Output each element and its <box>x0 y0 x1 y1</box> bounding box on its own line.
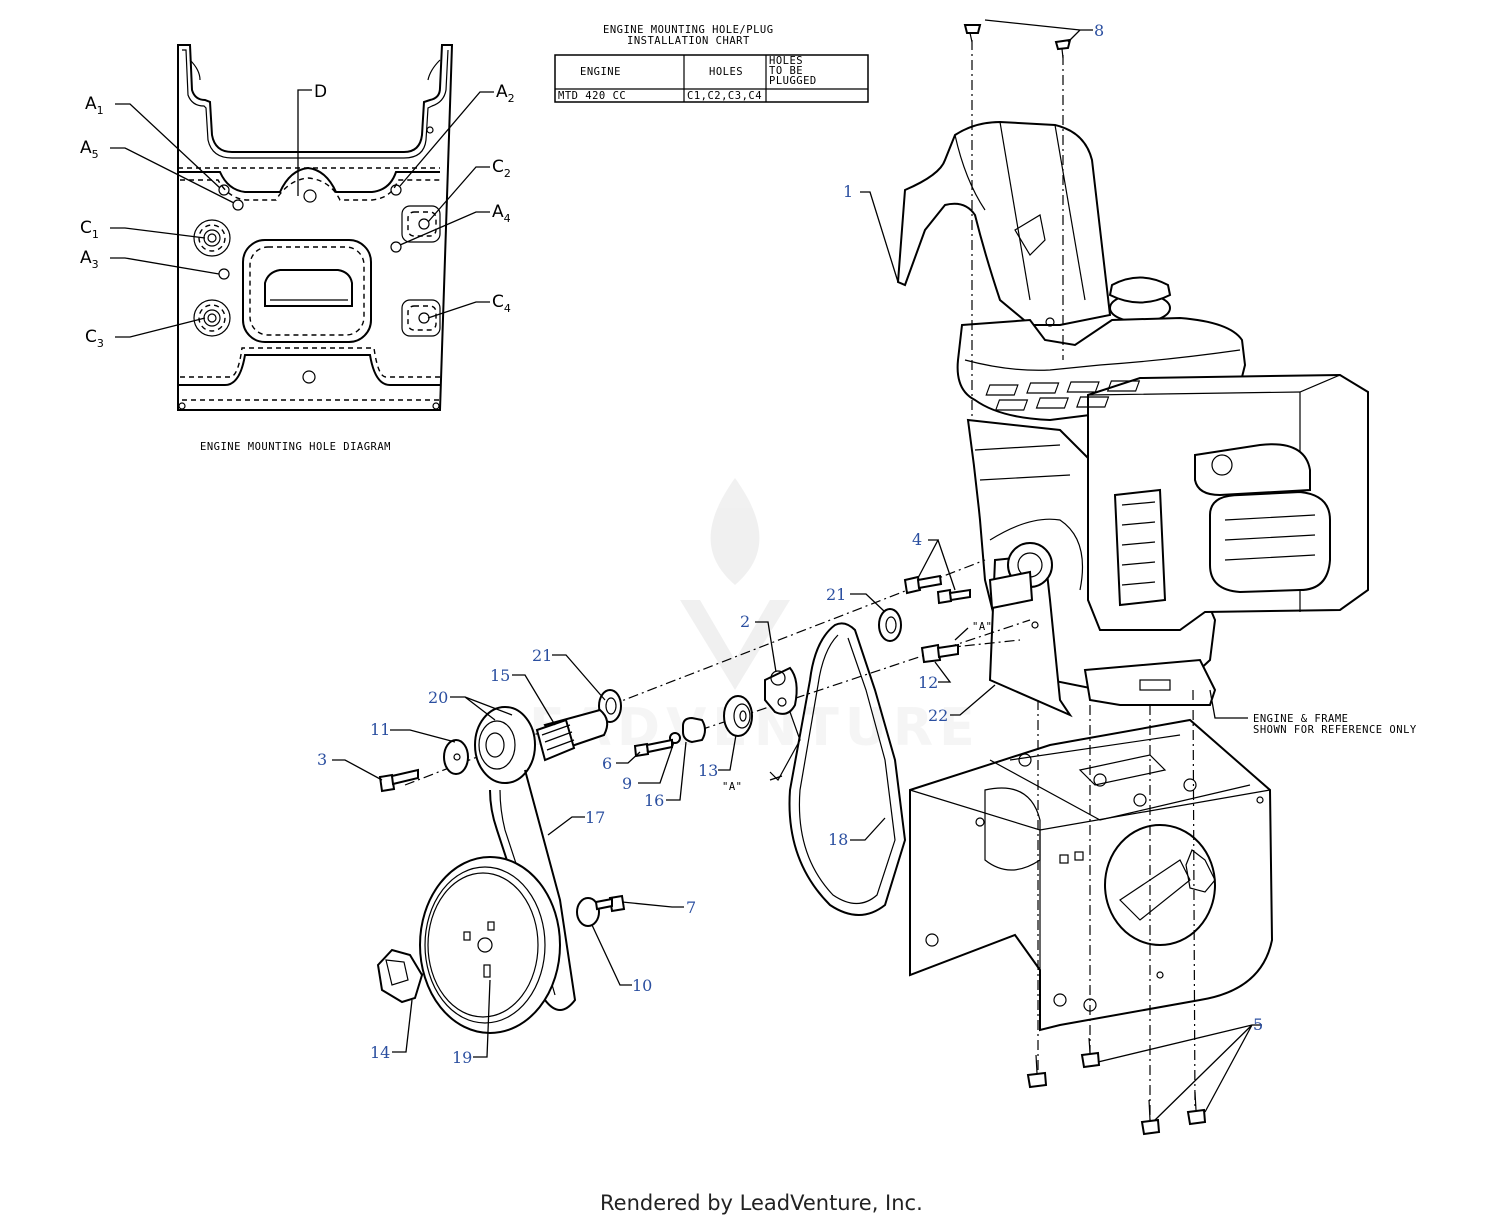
chart-col-plugged-3: PLUGGED <box>769 75 817 87</box>
part-19-drive-pulley <box>419 856 561 1034</box>
label-c1: C1 <box>80 218 99 241</box>
callout-3: 3 <box>317 750 327 769</box>
part-12-bolt <box>920 643 942 664</box>
hole-c1 <box>193 219 231 257</box>
part-2-idler-bracket <box>764 666 801 781</box>
part-13-bearing <box>723 695 753 737</box>
hole-a2 <box>390 184 402 196</box>
callout-21-left: 21 <box>532 646 552 665</box>
callout-16: 16 <box>644 791 664 810</box>
hole-c2 <box>401 205 441 243</box>
part-8-screws <box>963 24 1072 59</box>
chart-row-engine: MTD 420 CC <box>558 90 626 102</box>
label-a4: A4 <box>492 202 511 225</box>
chart-col-plugged-2: TO BE <box>769 65 803 77</box>
chart-title-line1: ENGINE MOUNTING HOLE/PLUG <box>603 24 774 36</box>
label-a5: A5 <box>80 138 99 161</box>
hole-a5 <box>232 199 244 211</box>
frame-assembly <box>909 718 1274 1032</box>
callout-7: 7 <box>686 898 696 917</box>
chart-title-line2: INSTALLATION CHART <box>627 35 750 47</box>
hole-a4 <box>390 241 402 253</box>
label-a1: A1 <box>85 94 104 117</box>
engine-assembly <box>896 120 1369 718</box>
callout-leaders <box>332 19 1262 1121</box>
hole-a3 <box>218 268 230 280</box>
callout-12: 12 <box>918 673 938 692</box>
hole-bottom <box>302 370 316 384</box>
callout-6: 6 <box>602 754 612 773</box>
label-c3: C3 <box>85 327 104 350</box>
callout-18: 18 <box>828 830 848 849</box>
annotations: ENGINE & FRAME SHOWN FOR REFERENCE ONLY … <box>722 621 1417 793</box>
engine-mounting-plate <box>177 44 454 411</box>
chart-col-plugged-1: HOLES <box>769 55 803 67</box>
footer-credit: Rendered by LeadVenture, Inc. <box>600 1191 923 1215</box>
callout-9: 9 <box>622 774 632 793</box>
hole-labels: A1 A5 C1 A3 C3 D A2 C2 A4 C4 ENGINE MOUN… <box>80 82 515 453</box>
callout-19: 19 <box>452 1048 472 1067</box>
point-a-upper: "A" <box>972 621 992 633</box>
part-18-belt <box>788 622 907 916</box>
chart-col-engine: ENGINE <box>580 66 621 78</box>
callout-10: 10 <box>632 976 652 995</box>
callout-2: 2 <box>740 612 750 631</box>
callout-20: 20 <box>428 688 448 707</box>
callout-14: 14 <box>370 1043 390 1062</box>
small-parts <box>376 24 1207 1136</box>
installation-chart: ENGINE MOUNTING HOLE/PLUG INSTALLATION C… <box>554 24 869 103</box>
hole-diagram-caption: ENGINE MOUNTING HOLE DIAGRAM <box>200 441 391 453</box>
callout-13: 13 <box>698 761 718 780</box>
callout-17: 17 <box>585 808 605 827</box>
part-15-shaft <box>535 708 609 762</box>
callout-21-right: 21 <box>826 585 846 604</box>
label-a2: A2 <box>496 82 515 105</box>
callout-5: 5 <box>1253 1015 1263 1034</box>
label-c4: C4 <box>492 292 511 315</box>
ref-note-line2: SHOWN FOR REFERENCE ONLY <box>1253 724 1417 736</box>
part-11-washer <box>443 739 469 775</box>
part-5-bolts <box>1026 1037 1207 1136</box>
part-4-bolts <box>903 574 971 605</box>
label-d: D <box>314 82 327 102</box>
part-3-bolt <box>378 773 396 793</box>
hole-c4 <box>401 299 441 337</box>
callout-4: 4 <box>912 530 922 549</box>
label-a3: A3 <box>80 248 99 271</box>
callout-numbers: 1 2 3 4 5 6 7 8 9 10 11 12 13 14 15 16 1… <box>317 21 1263 1067</box>
part-10-washer <box>576 897 600 927</box>
part-16-spacer <box>682 716 706 744</box>
callout-15: 15 <box>490 666 510 685</box>
part-14-hub <box>376 948 424 1004</box>
callout-8: 8 <box>1094 21 1104 40</box>
hole-d <box>303 189 317 203</box>
callout-11: 11 <box>370 720 390 739</box>
air-vents <box>985 380 1141 411</box>
callout-1: 1 <box>843 182 853 201</box>
point-a-lower: "A" <box>722 781 742 793</box>
part-20-pulley <box>474 706 536 784</box>
callout-22: 22 <box>928 706 948 725</box>
part-21-washer-right <box>878 608 902 642</box>
hole-a1 <box>218 184 230 196</box>
chart-col-holes: HOLES <box>709 66 743 78</box>
label-c2: C2 <box>492 157 511 180</box>
chart-row-holes: C1,C2,C3,C4 <box>687 90 762 102</box>
hole-c3 <box>193 299 231 337</box>
ref-note-line1: ENGINE & FRAME <box>1253 713 1349 725</box>
